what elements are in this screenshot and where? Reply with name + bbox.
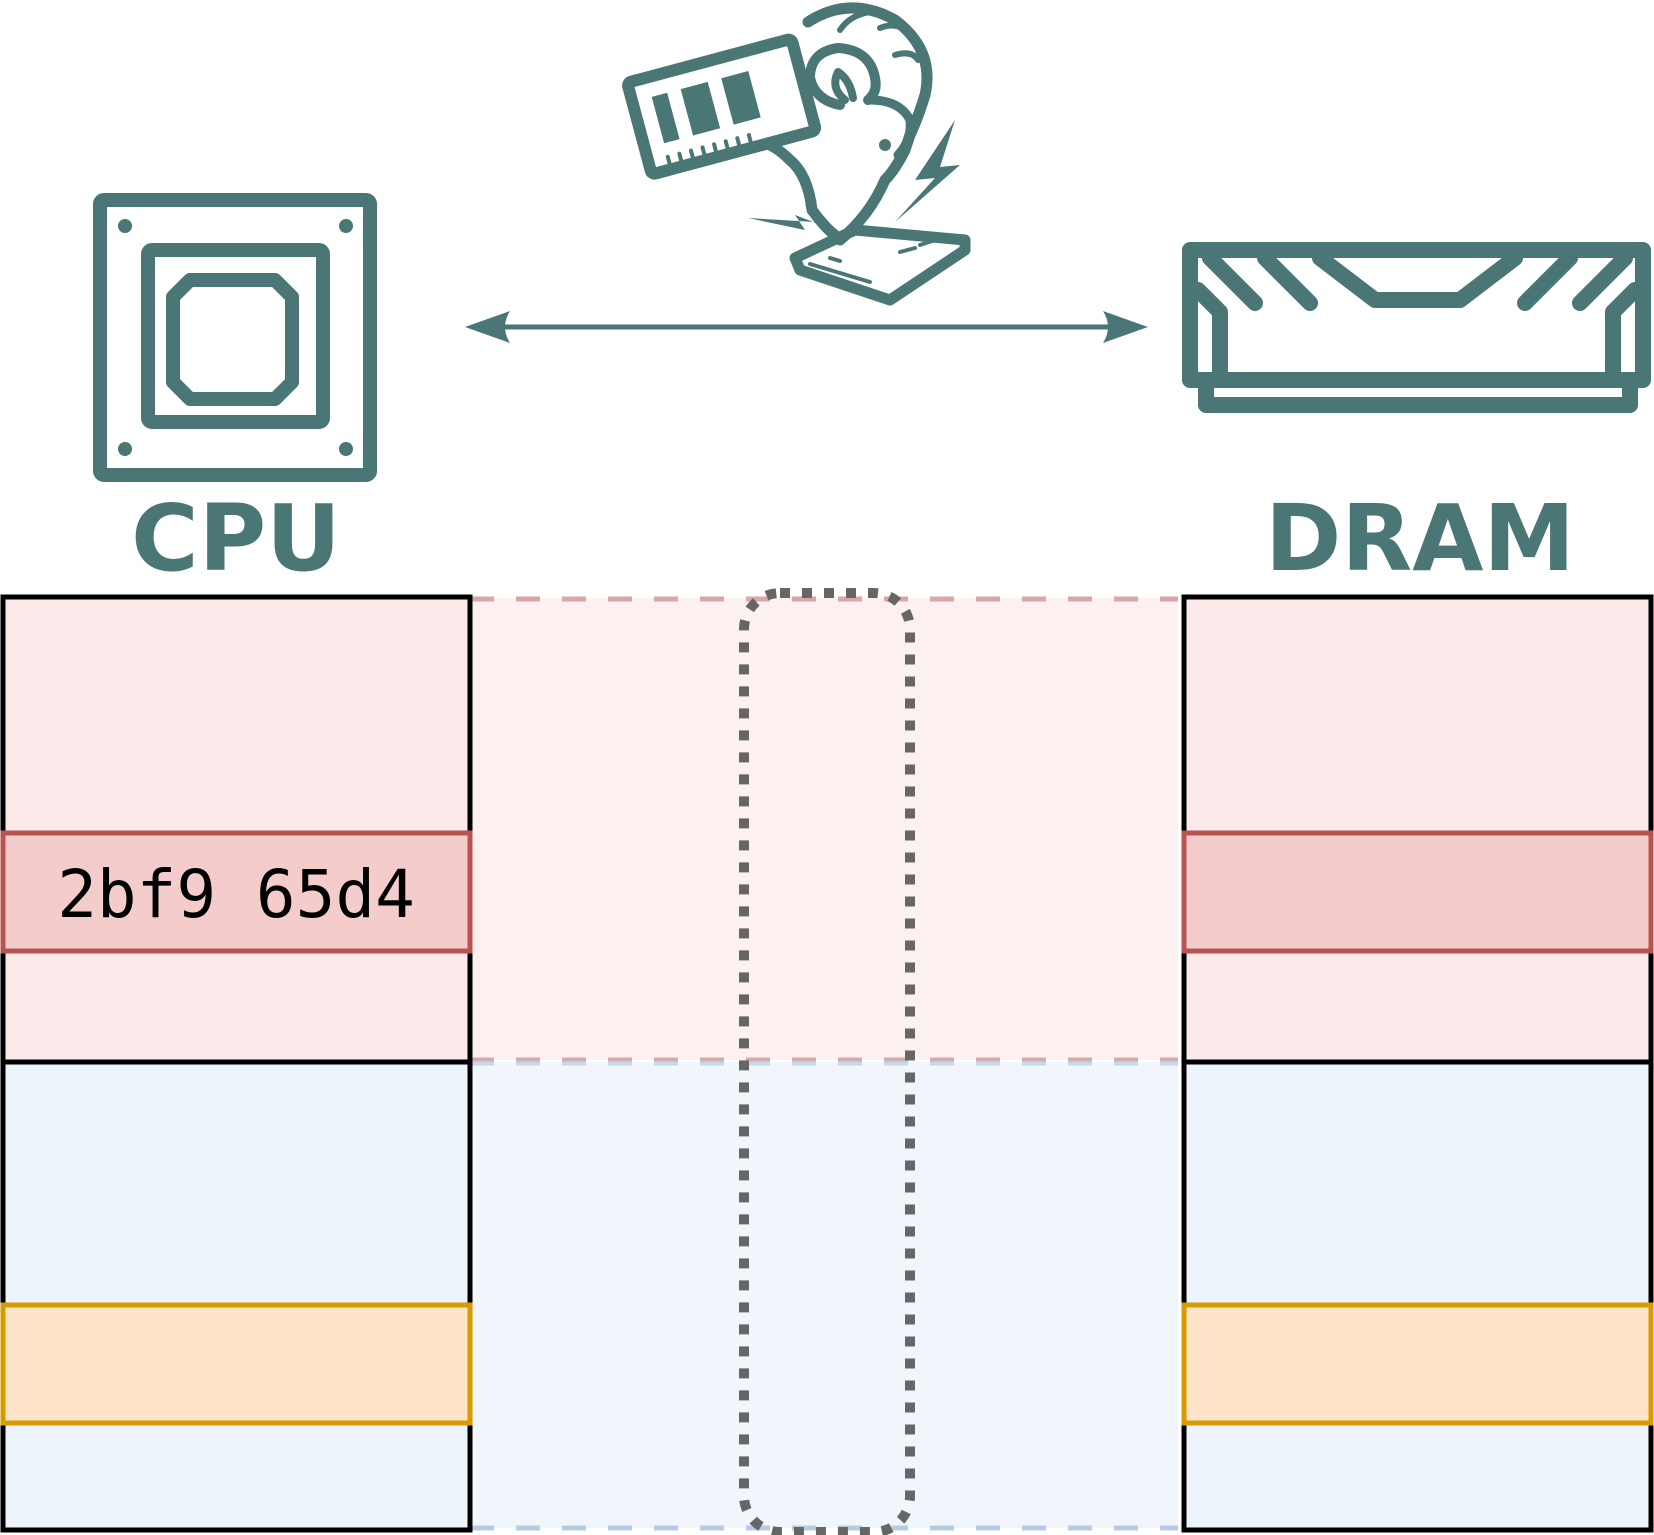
- dram-label: DRAM: [1265, 485, 1575, 592]
- secret-region-link: [470, 598, 1178, 1060]
- bidirectional-arrow-icon: [465, 311, 1148, 343]
- cpu-secret-row: [0, 830, 473, 954]
- dram-victim-row: [1181, 1302, 1654, 1426]
- cpu-label: CPU: [131, 485, 341, 592]
- dram-secret-region: [1181, 594, 1654, 1065]
- rowhammer-ram-icon: [622, 2, 971, 306]
- cpu-victim-row: [0, 1302, 473, 1426]
- cpu-secret-region: [0, 594, 473, 1065]
- ram-stick-icon: [1182, 242, 1651, 413]
- cpu-secret-row-value: 2bf9 65d4: [57, 856, 415, 933]
- dram-victim-region: [1181, 1059, 1654, 1533]
- dram-memory-column: [1181, 594, 1654, 1533]
- cpu-chip-icon: [93, 193, 377, 482]
- victim-region-link: [470, 1062, 1178, 1528]
- cpu-memory-column: 2bf9 65d4: [0, 594, 473, 1533]
- dram-secret-row: [1181, 830, 1654, 954]
- memory-bus-outline: [739, 588, 915, 1535]
- cpu-victim-region: [0, 1059, 473, 1533]
